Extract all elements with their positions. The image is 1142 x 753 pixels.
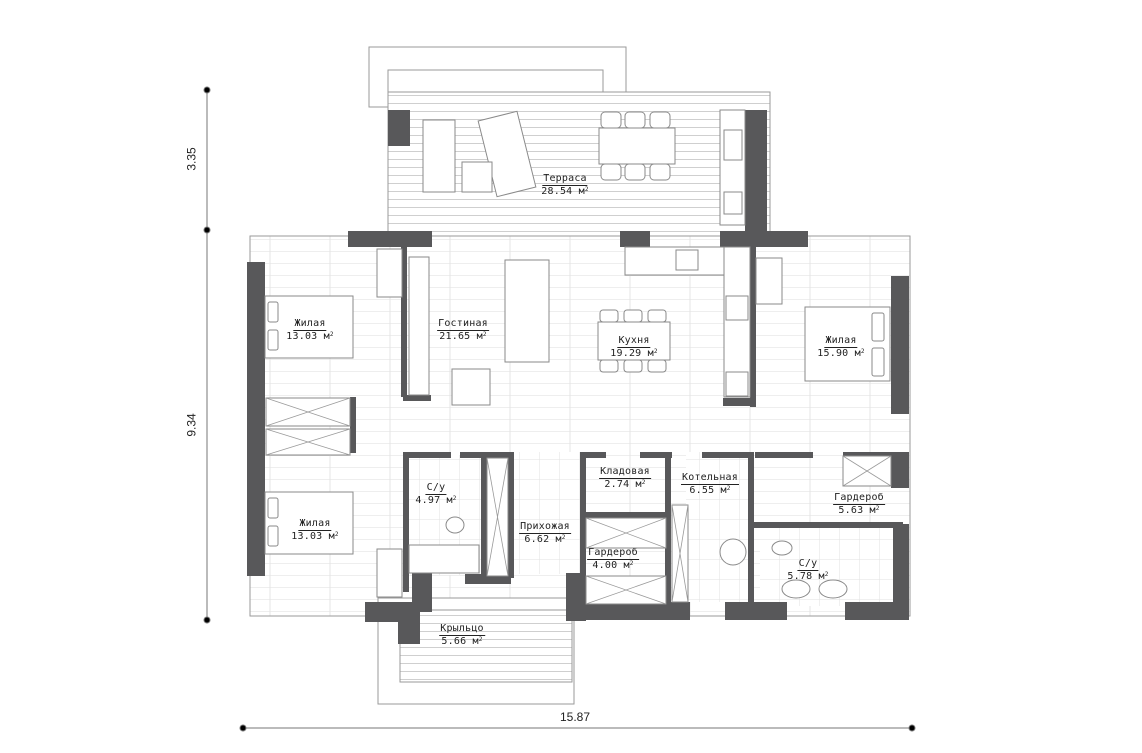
room-name: Жилая [293,318,327,331]
room-area: 6.55 м2 [689,485,731,496]
room-name: Гардероб [587,547,639,560]
room-area: 13.03 м2 [286,331,334,342]
house-width-dimension: 15.87 [560,710,591,724]
room-area: 4.97 м2 [415,495,457,506]
room-name: Котельная [681,472,739,485]
room-area: 4.00 м2 [592,560,634,571]
room-name: С/у [797,558,819,571]
room-area: 19.29 м2 [610,348,658,359]
room-area: 21.65 м2 [439,331,487,342]
room-name: С/у [425,482,447,495]
house-depth-dimension: 9.34 [184,413,199,437]
room-area: 5.78 м2 [787,571,829,582]
dimension-lines [203,86,916,732]
terrace-depth-dimension: 3.35 [184,147,199,171]
room-name: Гардероб [833,492,885,505]
room-name: Прихожая [519,521,571,534]
room-area: 6.62 м2 [524,534,566,545]
room-area: 13.03 м2 [291,531,339,542]
room-name: Жилая [298,518,332,531]
room-name: Кладовая [599,466,651,479]
room-area: 28.54 м2 [541,186,589,197]
room-name: Гостиная [437,318,489,331]
room-name: Крыльцо [439,623,485,636]
room-area: 2.74 м2 [604,479,646,490]
room-name: Терраса [542,173,588,186]
room-area: 15.90 м2 [817,348,865,359]
walls [247,110,909,644]
room-name: Кухня [617,335,651,348]
room-name: Жилая [824,335,858,348]
room-area: 5.66 м2 [441,636,483,647]
room-area: 5.63 м2 [838,505,880,516]
